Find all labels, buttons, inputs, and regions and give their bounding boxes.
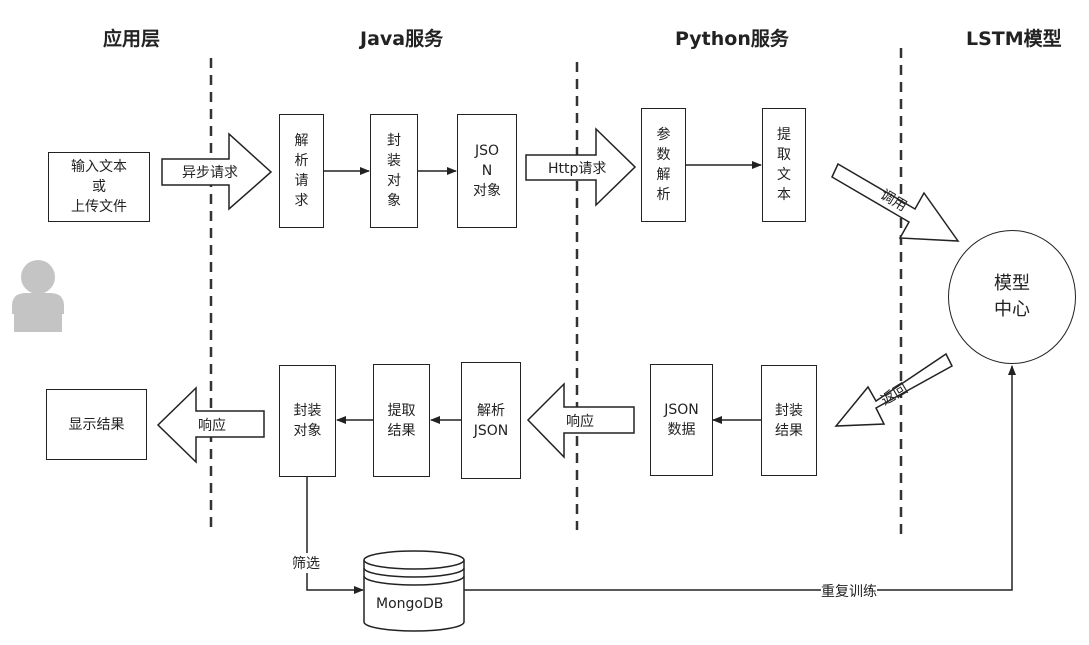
extract-result-box: 提取 结果 — [373, 364, 430, 477]
async-request-arrow — [161, 132, 273, 211]
param-parse-box: 参 数 解 析 — [641, 108, 686, 222]
response-label-python: 响应 — [566, 414, 594, 430]
mongodb-cylinder — [363, 550, 465, 632]
return-arrow — [834, 352, 953, 427]
connector-filter-to-mongodb — [306, 477, 364, 594]
response-arrow-python — [526, 382, 635, 459]
connector-retrain-to-model — [463, 365, 1016, 591]
user-icon — [12, 260, 64, 332]
extract-text-box: 提 取 文 本 — [762, 108, 806, 222]
http-request-arrow — [525, 127, 637, 207]
filter-label: 筛选 — [292, 553, 320, 573]
json-data-box: JSON 数据 — [650, 364, 713, 476]
retrain-label: 重复训练 — [821, 581, 877, 601]
async-request-label: 异步请求 — [182, 165, 238, 181]
show-result-box: 显示结果 — [46, 389, 147, 460]
header-java-service: Java服务 — [360, 28, 444, 50]
parse-request-box: 解 析 请 求 — [279, 114, 324, 228]
header-app-layer: 应用层 — [103, 28, 161, 50]
parse-json-box: 解析 JSON — [461, 362, 521, 479]
wrap-result-box: 封装 结果 — [761, 365, 817, 476]
json-object-box: JSO N 对象 — [457, 114, 517, 228]
call-arrow — [831, 162, 960, 242]
input-text-box: 输入文本 或 上传文件 — [48, 152, 150, 222]
mongodb-label: MongoDB — [376, 596, 444, 612]
wrap-object-box-bottom: 封装 对象 — [279, 365, 336, 477]
model-center-circle: 模型 中心 — [948, 230, 1076, 364]
header-lstm-model: LSTM模型 — [966, 28, 1062, 50]
header-python-service: Python服务 — [675, 28, 789, 50]
wrap-object-box-top: 封 装 对 象 — [370, 114, 418, 228]
response-label-app: 响应 — [198, 418, 226, 434]
http-request-label: Http请求 — [548, 161, 607, 177]
response-arrow-app — [156, 386, 265, 464]
